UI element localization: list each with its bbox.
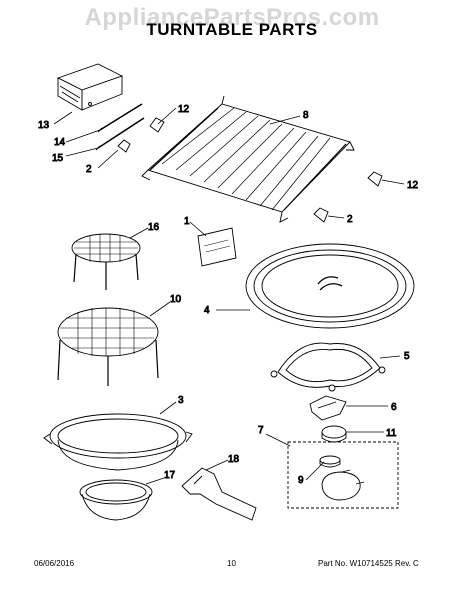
part-16-round-rack bbox=[71, 233, 141, 290]
part-7-motor-assembly bbox=[287, 441, 399, 509]
callout-18: 18 bbox=[228, 454, 240, 465]
part-11-ring bbox=[321, 425, 347, 443]
callout-14: 14 bbox=[54, 137, 66, 148]
part-1-label bbox=[197, 227, 237, 267]
part-12-clip-right bbox=[367, 171, 383, 187]
callout-2-left: 2 bbox=[86, 164, 92, 175]
callout-4: 4 bbox=[204, 305, 210, 316]
part-10-large-rack bbox=[57, 307, 159, 386]
callout-16: 16 bbox=[148, 222, 160, 233]
footer-date: 06/06/2016 bbox=[34, 559, 75, 568]
part-2-clip-right bbox=[313, 207, 329, 223]
callout-11: 11 bbox=[386, 428, 397, 439]
watermark-text: AppliancePartsPros.com bbox=[84, 4, 380, 31]
part-18-handle bbox=[181, 467, 257, 521]
part-6-coupler bbox=[309, 395, 347, 421]
footer-part-number: Part No. W10714525 Rev. C bbox=[318, 559, 419, 568]
callout-8: 8 bbox=[303, 110, 309, 121]
footer-page-number: 10 bbox=[227, 559, 236, 568]
page-title: TURNTABLE PARTS bbox=[146, 20, 318, 39]
callout-3: 3 bbox=[178, 395, 184, 406]
callout-12-right: 12 bbox=[407, 180, 419, 191]
part-13-cover bbox=[56, 63, 124, 111]
callout-2-right: 2 bbox=[347, 214, 353, 225]
part-14-rod bbox=[97, 103, 143, 133]
callout-6: 6 bbox=[391, 402, 397, 413]
callout-1: 1 bbox=[184, 216, 190, 227]
callout-15: 15 bbox=[52, 153, 64, 164]
part-5-roller-ring bbox=[270, 342, 386, 392]
callout-12-top: 12 bbox=[178, 104, 190, 115]
callout-5: 5 bbox=[404, 351, 410, 362]
part-8-wire-rack bbox=[141, 95, 355, 223]
part-4-glass-tray bbox=[245, 243, 415, 329]
callout-9: 9 bbox=[298, 475, 304, 486]
callout-7: 7 bbox=[258, 425, 264, 436]
part-3-pan bbox=[43, 413, 193, 471]
part-2-clip-left bbox=[117, 139, 131, 153]
part-17-dish bbox=[79, 479, 153, 521]
leader-lines bbox=[53, 107, 405, 485]
callout-17: 17 bbox=[164, 470, 176, 481]
footer-part-value: W10714525 bbox=[349, 559, 393, 568]
callout-10: 10 bbox=[170, 294, 182, 305]
callout-13: 13 bbox=[38, 120, 50, 131]
footer-part-label: Part No. bbox=[318, 559, 348, 568]
footer-rev: Rev. C bbox=[394, 559, 419, 568]
